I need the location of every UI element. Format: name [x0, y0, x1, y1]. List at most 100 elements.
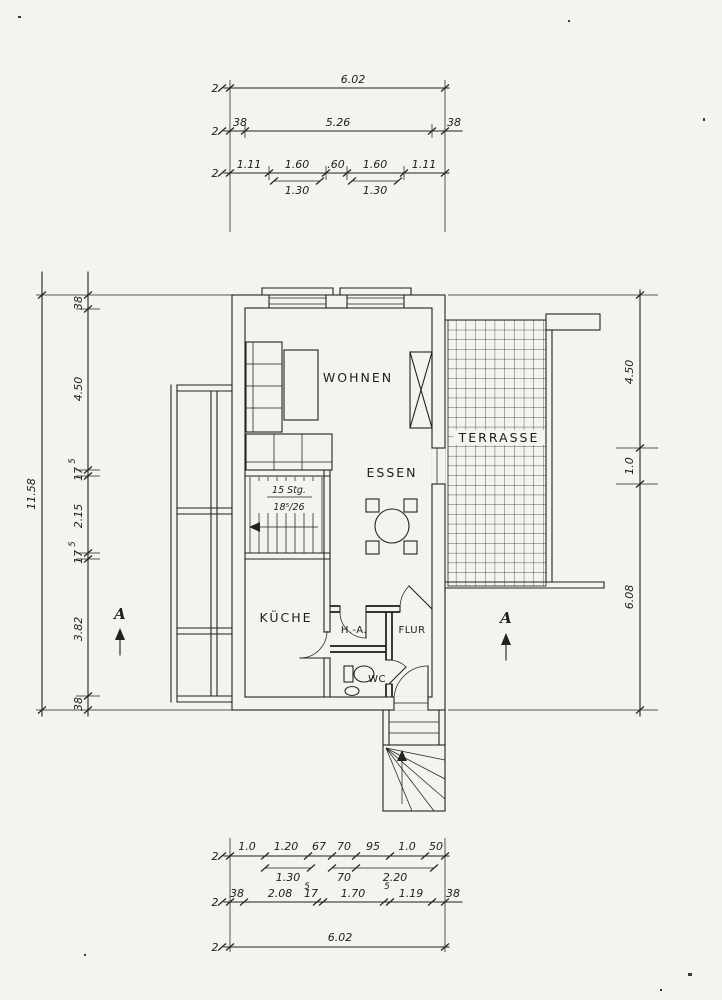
- dim-bottom-part: 67: [312, 840, 326, 853]
- dim-left-seg: 38: [72, 697, 85, 711]
- dim-bottom-total: 6.02: [328, 931, 353, 944]
- dim-bottom-wall: 17: [304, 887, 318, 900]
- exterior-stairs: [382, 709, 446, 812]
- dim-edge-mark: 2: [212, 125, 219, 138]
- dim-left-seg: 3.82: [72, 617, 85, 642]
- dim-bottom-part: 50: [429, 840, 443, 853]
- dim-bottom-wall: 2.08: [268, 887, 293, 900]
- dim-top-part: 1.11: [237, 158, 262, 171]
- bottom-dimension-block: 2 2 2 1.0 1.20 67 70 95 1.0 50 1.30 70 2…: [212, 838, 463, 954]
- dim-top-part: 1.60: [363, 158, 388, 171]
- dim-top-total: 6.02: [341, 73, 366, 86]
- room-label-wohnen: WOHNEN: [323, 370, 393, 385]
- dining-chair: [365, 540, 380, 555]
- room-label-wc: WC: [368, 674, 386, 685]
- interior-walls: [244, 351, 433, 698]
- dim-right-seg: 4.50: [623, 360, 636, 385]
- left-dimension-block: 38 4.50 17 5 2.15 17 5 3.82 38 11.58: [25, 271, 232, 717]
- dim-edge-mark: 2: [212, 167, 219, 180]
- right-dimension-block: 4.50 1.0 6.08: [448, 289, 658, 717]
- dim-top-part: .60: [327, 158, 345, 171]
- section-label: A: [498, 609, 512, 627]
- room-label-ha: H.-A.: [341, 625, 367, 636]
- dim-edge-mark: 2: [212, 896, 219, 909]
- wash-basin: [344, 685, 360, 697]
- dim-bottom-part: 1.0: [238, 840, 256, 853]
- dim-top-part: 1.60: [285, 158, 310, 171]
- chimney: [409, 351, 433, 429]
- dim-right-seg: 6.08: [623, 585, 636, 610]
- window-top-left: [261, 287, 334, 309]
- dim-bottom-sub: 2.20: [383, 871, 408, 884]
- dim-left-sup: 5: [68, 458, 78, 463]
- dim-top-wall-mid: 5.26: [326, 116, 351, 129]
- dim-bottom-wall: 38: [446, 887, 460, 900]
- room-labels: WOHNEN ESSEN KÜCHE H.-A. FLUR WC: [259, 370, 425, 685]
- room-label-kueche: KÜCHE: [259, 609, 312, 625]
- dim-bottom-sup: 5: [304, 882, 309, 892]
- dim-edge-mark: 2: [212, 82, 219, 95]
- entrance-door: [393, 665, 429, 711]
- dim-bottom-part: 1.20: [274, 840, 299, 853]
- dining-chair: [403, 540, 418, 555]
- stairs-rise-label: 18⁵/26: [273, 502, 304, 513]
- dim-top-window: 1.30: [363, 184, 388, 197]
- furniture: [245, 341, 418, 697]
- exterior-stairs-arrow: [397, 750, 407, 761]
- dim-left-seg: 4.50: [72, 377, 85, 402]
- terrace-pillar: [545, 313, 601, 331]
- toilet-bowl: [353, 665, 375, 683]
- dim-bottom-sub: 1.30: [276, 871, 301, 884]
- terrace-tile-grid: [447, 319, 547, 587]
- dim-top-wall-left: 38: [233, 116, 247, 129]
- terrace-door: [431, 447, 446, 485]
- dining-table: [374, 508, 410, 544]
- stairs-direction-arrow: [249, 522, 260, 532]
- dim-edge-mark: 2: [212, 850, 219, 863]
- dim-left-seg: 17: [72, 467, 85, 481]
- dim-bottom-part: 95: [366, 840, 380, 853]
- dim-edge-mark: 2: [212, 941, 219, 954]
- internal-stairs: 15 Stg. 18⁵/26: [249, 477, 323, 553]
- dim-bottom-wall: 1.19: [399, 887, 424, 900]
- dim-top-window: 1.30: [285, 184, 310, 197]
- coffee-table: [283, 349, 319, 421]
- wc-fixtures: [343, 665, 375, 697]
- room-label-terrasse: TERRASSE: [458, 430, 540, 445]
- dining-chair: [365, 498, 380, 513]
- section-marker-left: A: [112, 605, 126, 656]
- dim-left-seg: 38: [72, 296, 85, 310]
- scan-specks: [18, 16, 705, 991]
- left-boundary-walls: [170, 384, 233, 703]
- dim-bottom-sub: 70: [337, 871, 351, 884]
- toilet-cistern: [343, 665, 354, 683]
- dim-left-seg: 2.15: [72, 504, 85, 529]
- top-dimension-block: 6.02 2 2 2 38 5.26 38 1.11 1.60 .60 1.60…: [212, 73, 463, 232]
- section-marker-right: A: [498, 609, 512, 661]
- dim-bottom-wall: 1.70: [341, 887, 366, 900]
- dim-bottom-part: 70: [337, 840, 351, 853]
- window-top-right: [339, 287, 412, 309]
- section-label: A: [112, 605, 126, 623]
- dining-set: [365, 498, 418, 555]
- dim-bottom-part: 1.0: [398, 840, 416, 853]
- building-walls: [231, 287, 446, 711]
- dim-left-seg: 17: [72, 550, 85, 564]
- terrace: TERRASSE: [444, 313, 605, 589]
- dim-left-total: 11.58: [25, 478, 38, 510]
- dim-bottom-sup: 5: [384, 882, 389, 892]
- dim-right-seg: 1.0: [623, 457, 636, 475]
- dim-left-sup: 5: [68, 541, 78, 546]
- dim-top-wall-right: 38: [447, 116, 461, 129]
- dim-top-part: 1.11: [412, 158, 437, 171]
- dim-bottom-wall: 38: [230, 887, 244, 900]
- sofa: [245, 341, 333, 471]
- room-label-flur: FLUR: [398, 625, 425, 636]
- section-arrow: [115, 628, 125, 640]
- stairs-count-label: 15 Stg.: [272, 485, 306, 496]
- dining-chair: [403, 498, 418, 513]
- room-label-essen: ESSEN: [366, 465, 417, 480]
